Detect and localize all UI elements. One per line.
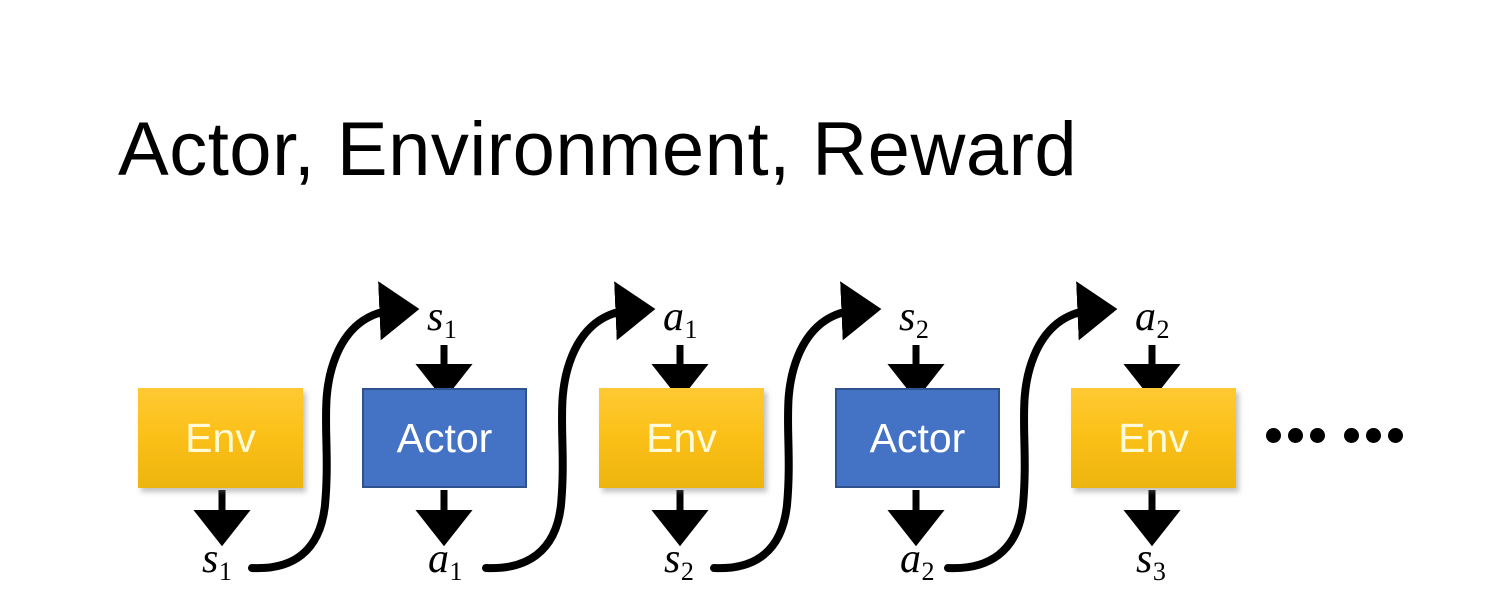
label-top-a2-symbol: a — [1135, 294, 1156, 340]
label-top-a2-subscript: 2 — [1156, 315, 1170, 345]
label-bottom-s2-subscript: 2 — [680, 557, 694, 587]
page-title: Actor, Environment, Reward — [118, 107, 1078, 192]
label-bottom-s2-symbol: s — [664, 536, 681, 582]
label-top-s2-subscript: 2 — [915, 315, 929, 345]
label-bottom-s3: s3 — [1136, 536, 1166, 585]
label-bottom-a1-subscript: 1 — [449, 557, 463, 587]
label-top-s1-subscript: 1 — [443, 315, 457, 345]
node-env-3[interactable]: Env — [1071, 388, 1236, 488]
ellipsis-dot — [1388, 428, 1403, 443]
node-env-1[interactable]: Env — [138, 388, 303, 488]
ellipsis-continuation — [1266, 428, 1403, 443]
label-top-a1-symbol: a — [663, 294, 684, 340]
label-top-s1: s1 — [427, 294, 457, 343]
ellipsis-dot — [1344, 428, 1359, 443]
label-bottom-s3-symbol: s — [1136, 536, 1153, 582]
node-env-2[interactable]: Env — [599, 388, 764, 488]
label-top-s2-symbol: s — [899, 294, 916, 340]
label-bottom-s3-subscript: 3 — [1152, 557, 1166, 587]
ellipsis-gap — [1332, 435, 1337, 436]
label-bottom-s2: s2 — [664, 536, 694, 585]
label-bottom-s1-symbol: s — [202, 536, 219, 582]
label-top-a1: a1 — [663, 294, 698, 343]
label-top-s1-symbol: s — [427, 294, 444, 340]
label-bottom-s1: s1 — [202, 536, 232, 585]
ellipsis-dot — [1366, 428, 1381, 443]
label-top-s2: s2 — [899, 294, 929, 343]
label-bottom-a1-symbol: a — [428, 536, 449, 582]
label-top-a2: a2 — [1135, 294, 1170, 343]
label-bottom-a2: a2 — [900, 536, 935, 585]
ellipsis-dot — [1266, 428, 1281, 443]
node-actor-2[interactable]: Actor — [835, 388, 1000, 488]
label-bottom-a2-subscript: 2 — [921, 557, 935, 587]
label-bottom-a2-symbol: a — [900, 536, 921, 582]
node-actor-1[interactable]: Actor — [362, 388, 527, 488]
label-top-a1-subscript: 1 — [684, 315, 698, 345]
ellipsis-dot — [1310, 428, 1325, 443]
label-bottom-s1-subscript: 1 — [218, 557, 232, 587]
label-bottom-a1: a1 — [428, 536, 463, 585]
ellipsis-dot — [1288, 428, 1303, 443]
